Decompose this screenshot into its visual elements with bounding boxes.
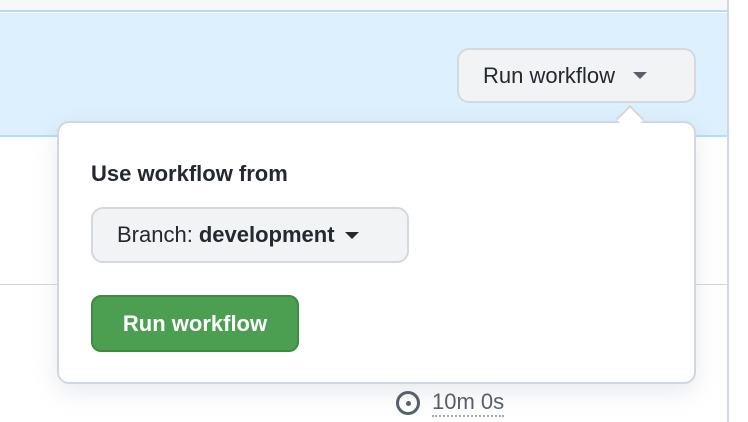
run-duration: 10m 0s xyxy=(396,389,505,417)
branch-value: development xyxy=(198,222,335,247)
run-workflow-submit-button[interactable]: Run workflow xyxy=(91,295,299,352)
branch-label: Branch: xyxy=(117,222,193,247)
run-workflow-label: Run workflow xyxy=(483,62,616,88)
clock-icon xyxy=(396,391,420,415)
chevron-down-icon xyxy=(344,231,359,239)
header-strip xyxy=(0,0,727,12)
popover-arrow-cover xyxy=(614,123,648,133)
chevron-down-icon xyxy=(633,72,648,79)
branch-select[interactable]: Branch: development xyxy=(91,207,409,263)
run-workflow-popover: Use workflow from Branch: development Ru… xyxy=(57,121,696,384)
popover-title: Use workflow from xyxy=(91,161,288,186)
duration-text[interactable]: 10m 0s xyxy=(432,389,505,417)
right-gutter xyxy=(729,0,748,422)
run-workflow-dropdown-button[interactable]: Run workflow xyxy=(457,48,696,103)
